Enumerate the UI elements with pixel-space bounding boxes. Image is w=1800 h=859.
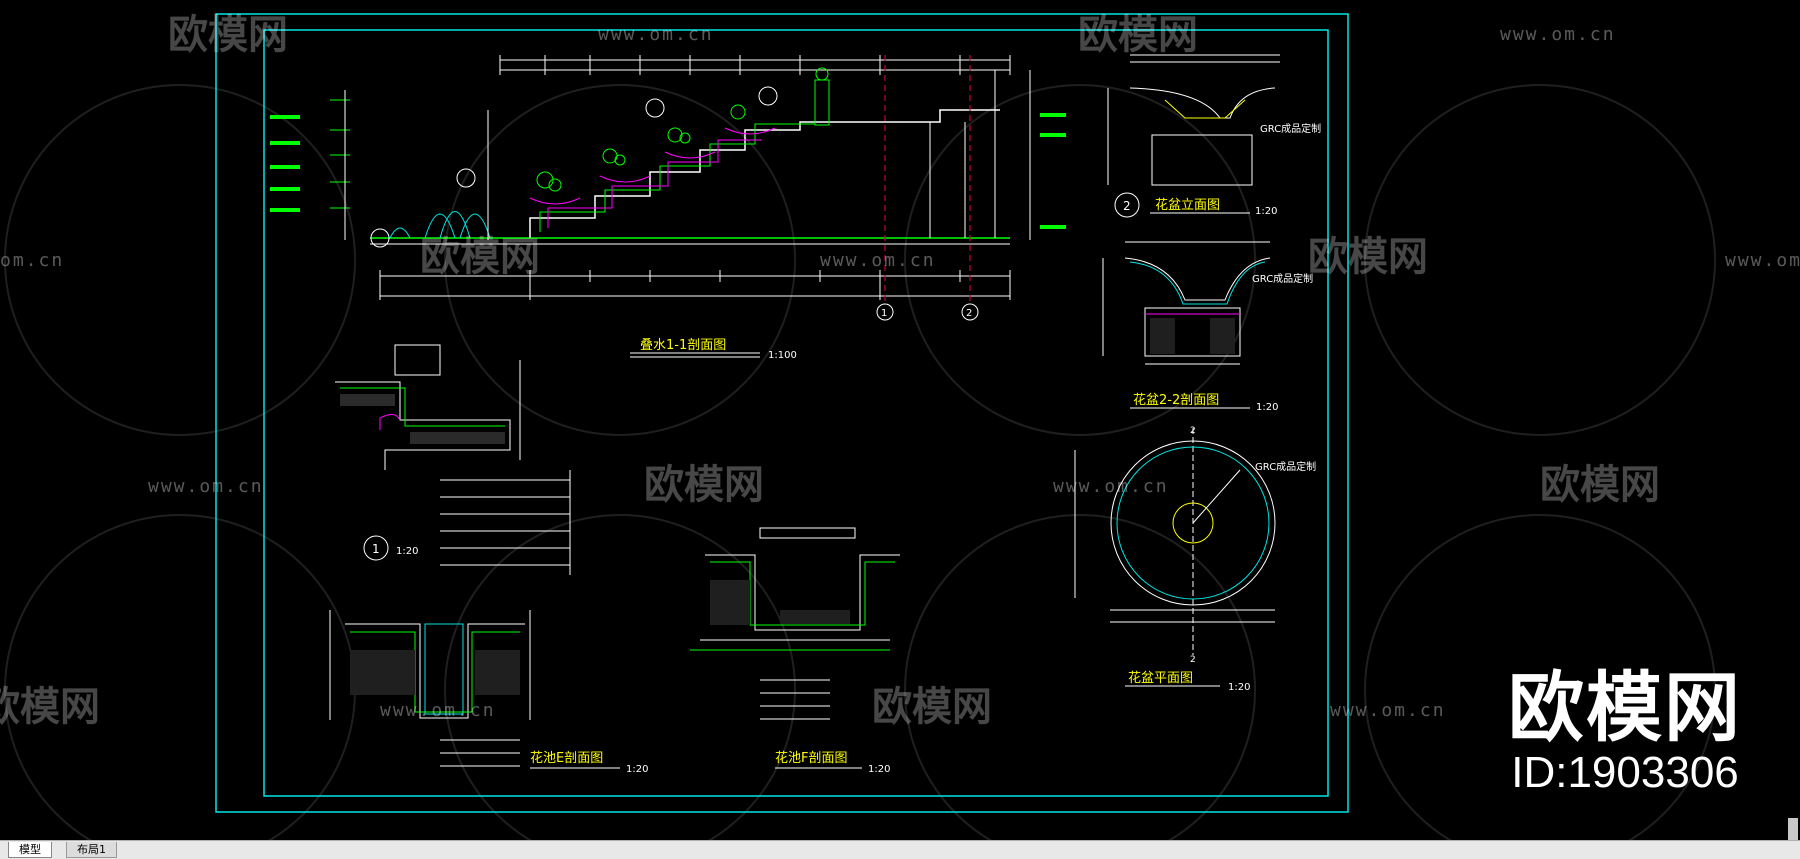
watermark-url: www.om.cn (1053, 476, 1169, 497)
pot-plan (1074, 428, 1276, 655)
pot-elev-title: 花盆立面图 (1155, 197, 1220, 213)
watermark-url: www.om.cn (820, 250, 936, 271)
model-id: ID:1903306 (1511, 748, 1739, 797)
layout-tab-bar: 模型 布局1 (0, 840, 1800, 859)
watermark-logo: 欧模网 (1540, 462, 1660, 508)
pool-e-scale: 1:20 (626, 764, 648, 775)
pool-e-section (329, 610, 531, 767)
brand-logo: 欧模网 (1508, 663, 1742, 752)
pot-plan-axis-bottom: 2 (1190, 655, 1196, 665)
pot-plan-grc-label: GRC成品定制 (1255, 460, 1316, 473)
pool-f-scale: 1:20 (868, 764, 890, 775)
watermark-logo: 欧模网 (168, 12, 288, 58)
watermark-url: www.om.cn (1330, 700, 1446, 721)
watermark-logo: 欧模网 (1308, 234, 1428, 280)
watermark-layer: 欧模网 欧模网 欧模网 欧模网 欧模网 欧模网 欧模网 欧模网 www.om.c… (0, 12, 1800, 730)
pot-22-scale: 1:20 (1256, 402, 1278, 413)
watermark-url: om.cn (0, 250, 64, 271)
watermark-logo: 欧模网 (872, 684, 992, 730)
tab-model[interactable]: 模型 (8, 842, 52, 858)
watermark-logo: 欧模网 (420, 234, 540, 280)
elevation-labels (270, 113, 1066, 229)
axis-label-2: 2 (966, 308, 972, 319)
watermark-circles (4, 84, 1716, 840)
vertical-scrollbar[interactable] (1788, 818, 1798, 840)
detail-1-number: 1 (372, 542, 380, 556)
pot-22-grc-label: GRC成品定制 (1252, 272, 1313, 285)
detail-1 (335, 344, 571, 575)
section-1-1-title: 叠水1-1剖面图 (640, 338, 726, 353)
watermark-url: www.om.cn (1725, 250, 1800, 271)
watermark-url: www.om.cn (1500, 24, 1616, 45)
pot-elev-scale: 1:20 (1255, 206, 1277, 217)
pool-f-title: 花池F剖面图 (775, 750, 847, 766)
grid-axis-lines (884, 55, 971, 305)
watermark-url: www.om.cn (598, 24, 714, 45)
pool-e-title: 花池E剖面图 (530, 750, 603, 766)
axis-label-1: 1 (881, 308, 887, 319)
watermark-logo: 欧模网 (644, 462, 764, 508)
tab-layout1[interactable]: 布局1 (66, 842, 117, 858)
pot-plan-title: 花盆平面图 (1128, 670, 1193, 686)
watermark-logo: 欧模网 (1078, 12, 1198, 58)
pool-f-section (690, 527, 900, 720)
pot-22-title: 花盆2-2剖面图 (1133, 392, 1219, 408)
pot-elev-number: 2 (1123, 199, 1131, 213)
outer-frame (215, 13, 1349, 813)
inner-frame (263, 29, 1329, 797)
brand-overlay: 欧模网 ID:1903306 (1508, 668, 1742, 798)
cad-drawing: 1 2 叠水1-1剖面图 1:100 1 1:20 (0, 12, 1800, 840)
pot-plan-scale: 1:20 (1228, 682, 1250, 693)
watermark-url: www.om.cn (148, 476, 264, 497)
pot-elevation (1107, 54, 1280, 186)
pot-plan-axis-top: 2 (1190, 426, 1196, 436)
cad-model-viewport[interactable]: 1 2 叠水1-1剖面图 1:100 1 1:20 (0, 0, 1800, 840)
pot-elev-grc-label: GRC成品定制 (1260, 122, 1321, 135)
detail-1-scale: 1:20 (396, 546, 418, 557)
watermark-logo: 欧模网 (0, 684, 100, 730)
pot-section-2-2 (1102, 241, 1271, 365)
section-1-1-scale: 1:100 (768, 350, 797, 361)
cascade-section-1-1 (330, 55, 1031, 300)
watermark-url: www.om.cn (380, 700, 496, 721)
